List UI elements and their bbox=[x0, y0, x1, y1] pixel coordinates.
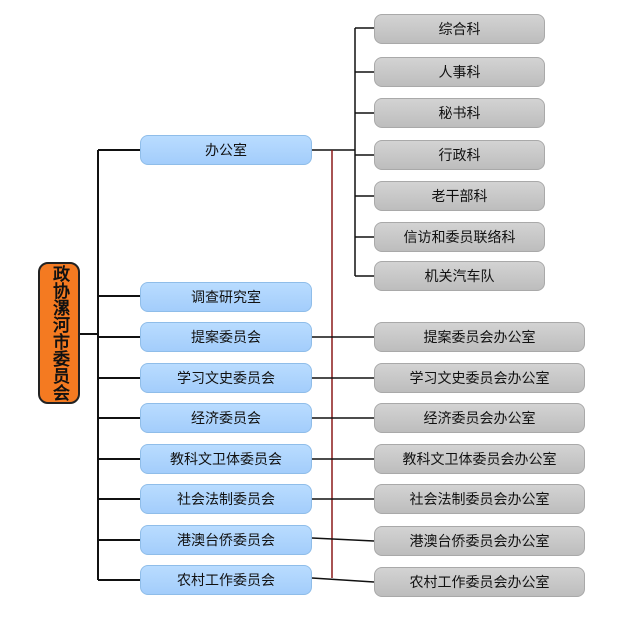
root-node: 政协漯河市委员会 bbox=[38, 262, 80, 404]
office-economy-committee: 经济委员会办公室 bbox=[374, 403, 585, 433]
subunit-motor-pool: 机关汽车队 bbox=[374, 261, 545, 291]
subunit-personnel: 人事科 bbox=[374, 57, 545, 87]
office-education-committee: 教科文卫体委员会办公室 bbox=[374, 444, 585, 474]
dept-office: 办公室 bbox=[140, 135, 312, 165]
subunit-administration: 行政科 bbox=[374, 140, 545, 170]
dept-economy-committee: 经济委员会 bbox=[140, 403, 312, 433]
subunit-retired-cadres: 老干部科 bbox=[374, 181, 545, 211]
dept-proposal-committee: 提案委员会 bbox=[140, 322, 312, 352]
subunit-petition-liaison: 信访和委员联络科 bbox=[374, 222, 545, 252]
link-rural bbox=[311, 577, 375, 583]
subunit-secretariat: 秘书科 bbox=[374, 98, 545, 128]
link-hkmt bbox=[311, 537, 375, 542]
dept-education-committee: 教科文卫体委员会 bbox=[140, 444, 312, 474]
subunit-general: 综合科 bbox=[374, 14, 545, 44]
office-study-history-committee: 学习文史委员会办公室 bbox=[374, 363, 585, 393]
dept-law-committee: 社会法制委员会 bbox=[140, 484, 312, 514]
dept-rural-committee: 农村工作委员会 bbox=[140, 565, 312, 595]
office-hkmt-committee: 港澳台侨委员会办公室 bbox=[374, 526, 585, 556]
office-rural-committee: 农村工作委员会办公室 bbox=[374, 567, 585, 597]
office-law-committee: 社会法制委员会办公室 bbox=[374, 484, 585, 514]
office-proposal-committee: 提案委员会办公室 bbox=[374, 322, 585, 352]
dept-research: 调查研究室 bbox=[140, 282, 312, 312]
dept-study-history-committee: 学习文史委员会 bbox=[140, 363, 312, 393]
dept-hkmt-committee: 港澳台侨委员会 bbox=[140, 525, 312, 555]
